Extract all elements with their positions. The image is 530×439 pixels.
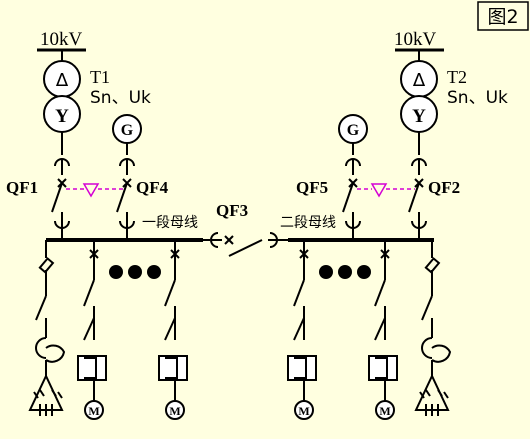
right-interlock — [357, 183, 415, 198]
left-motor-feeder-2 — [158, 240, 188, 396]
transformer-t2: ∆ Y T2 Sn、Uk — [400, 60, 508, 133]
right-feeder-ellipsis — [319, 265, 371, 279]
qf3-label: QF3 — [216, 201, 248, 220]
qf1-breaker — [51, 132, 70, 240]
generator-right: G — [338, 114, 368, 144]
right-motor-feeder-2 — [368, 240, 398, 396]
right-motor-feeder-1 — [287, 240, 317, 396]
delta-symbol: ∆ — [412, 70, 426, 91]
motor-symbol: M — [298, 404, 309, 418]
wye-symbol: Y — [55, 106, 69, 127]
qf2-label: QF2 — [428, 178, 460, 197]
qf2-breaker — [408, 132, 427, 240]
generator-left: G — [112, 114, 142, 144]
right-source: 10kV — [394, 29, 444, 62]
qf4-label: QF4 — [136, 178, 169, 197]
left-interlock — [66, 183, 123, 198]
qf4-breaker — [116, 143, 135, 240]
transformer-t1: ∆ Y T1 Sn、Uk — [43, 60, 151, 133]
t2-name: T2 — [447, 67, 467, 87]
left-bus-label: 一段母线 — [142, 215, 198, 231]
figure-label-text: 图2 — [487, 6, 518, 28]
t1-params: Sn、Uk — [90, 88, 151, 108]
left-source: 10kV — [37, 29, 86, 62]
left-feeder-ellipsis — [109, 265, 161, 279]
left-motor-feeder-1 — [77, 240, 107, 396]
delta-symbol: ∆ — [55, 70, 69, 91]
qf5-breaker — [342, 143, 361, 240]
generator-symbol: G — [347, 122, 360, 139]
generator-symbol: G — [121, 122, 134, 139]
figure-label: 图2 — [477, 1, 529, 31]
left-voltage-label: 10kV — [40, 29, 83, 50]
motor-symbol: M — [379, 404, 390, 418]
qf1-label: QF1 — [6, 178, 38, 197]
t1-name: T1 — [90, 67, 110, 87]
right-voltage-label: 10kV — [394, 29, 437, 50]
wye-symbol: Y — [412, 106, 426, 127]
right-bus-label: 二段母线 — [280, 215, 336, 231]
left-capacitor-feeder — [28, 240, 66, 416]
t2-params: Sn、Uk — [447, 88, 508, 108]
motor-symbol: M — [169, 404, 180, 418]
qf3-bus-tie — [203, 232, 288, 257]
right-capacitor-feeder — [414, 240, 452, 416]
motor-symbol: M — [88, 404, 99, 418]
qf5-label: QF5 — [296, 178, 328, 197]
